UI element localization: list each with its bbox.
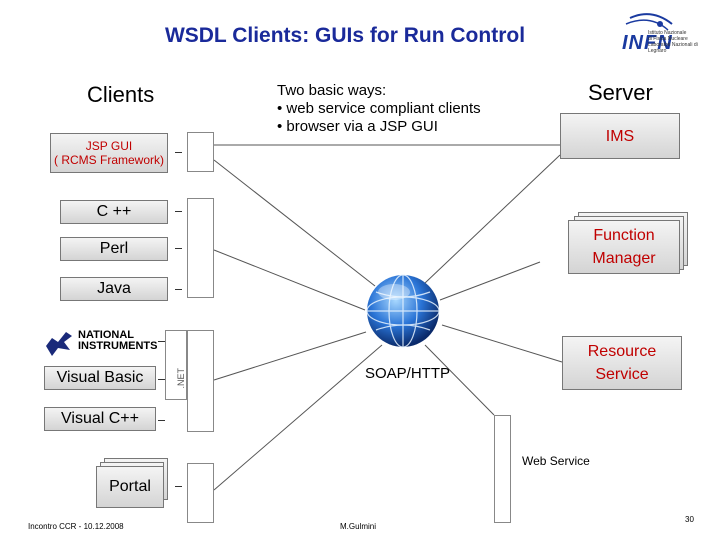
resource-service-box: Resource Service	[562, 336, 682, 390]
tick-jsp	[175, 152, 182, 153]
logo-line-1: Istituto Nazionale	[648, 30, 687, 36]
function-manager-label-2: Manager	[592, 250, 656, 267]
intro-lead: Two basic ways:	[277, 82, 387, 99]
ni-line-1: NATIONAL	[78, 329, 135, 341]
line-jsp-to-globe	[213, 159, 376, 287]
perl-client-box: Perl	[60, 237, 168, 261]
java-client-box: Java	[60, 277, 168, 301]
jsp-gui-box: JSP GUI ( RCMS Framework)	[50, 133, 168, 173]
logo-line-2: di Fisica Nucleare	[648, 36, 688, 42]
infn-logo: INFN Istituto Nazionale di Fisica Nuclea…	[600, 10, 700, 80]
tick-cpp	[175, 211, 182, 212]
national-instruments-logo	[44, 328, 74, 358]
tick-perl	[175, 248, 182, 249]
jsp-connector-bar	[187, 132, 214, 172]
group2-connector-bar	[187, 330, 214, 432]
line-group2-to-globe	[213, 331, 367, 381]
ni-line-2: INSTRUMENTS	[78, 340, 158, 352]
line-globe-to-ims	[424, 154, 561, 284]
function-manager-box: Function Manager	[568, 220, 680, 274]
footer-author: M.Gulmini	[340, 522, 377, 531]
line-portal-to-globe	[213, 344, 383, 491]
cpp-client-box: C ++	[60, 200, 168, 224]
ims-server-box: IMS	[560, 113, 680, 159]
globe-icon	[364, 272, 442, 350]
tick-portal	[175, 486, 182, 487]
group1-connector-bar	[187, 198, 214, 298]
line-group1-to-globe	[213, 249, 366, 311]
soap-http-label: SOAP/HTTP	[365, 365, 451, 382]
intro-bullet-2: • browser via a JSP GUI	[277, 118, 438, 135]
infn-logo-name: INFN	[622, 32, 673, 54]
resource-service-label-2: Service	[595, 366, 649, 383]
web-service-bar	[494, 415, 511, 523]
infn-seal-icon	[625, 13, 673, 31]
tick-vcpp	[158, 420, 165, 421]
footer-event: Incontro CCR - 10.12.2008	[28, 522, 124, 531]
logo-line-3: Laboratori Nazionali di Legnaro	[648, 42, 698, 54]
web-service-label: Web Service	[522, 454, 590, 468]
server-heading: Server	[588, 80, 653, 105]
page-number: 30	[685, 515, 694, 524]
jsp-gui-label: JSP GUI	[85, 139, 133, 153]
portal-connector-bar	[187, 463, 214, 523]
tick-java	[175, 289, 182, 290]
dotnet-bar	[165, 330, 187, 400]
tick-vb	[158, 379, 165, 380]
visual-basic-client-box: Visual Basic	[44, 366, 156, 390]
line-globe-to-fm	[439, 261, 541, 301]
ni-eagle-icon	[46, 332, 72, 356]
jsp-gui-framework-label: ( RCMS Framework)	[54, 153, 164, 167]
portal-box: Portal	[96, 466, 164, 508]
page-title: WSDL Clients: GUIs for Run Control	[164, 24, 526, 47]
dotnet-label: .NET	[176, 368, 186, 389]
intro-bullet-1: • web service compliant clients	[277, 100, 481, 117]
resource-service-label-1: Resource	[587, 343, 657, 360]
visual-cpp-client-box: Visual C++	[44, 407, 156, 431]
function-manager-label-1: Function	[593, 227, 655, 244]
tick-ni	[158, 341, 165, 342]
line-globe-to-rs	[441, 324, 563, 363]
clients-heading: Clients	[87, 82, 155, 107]
line-globe-to-ws	[424, 344, 495, 416]
intro-text: Two basic ways: • web service compliant …	[277, 82, 481, 136]
